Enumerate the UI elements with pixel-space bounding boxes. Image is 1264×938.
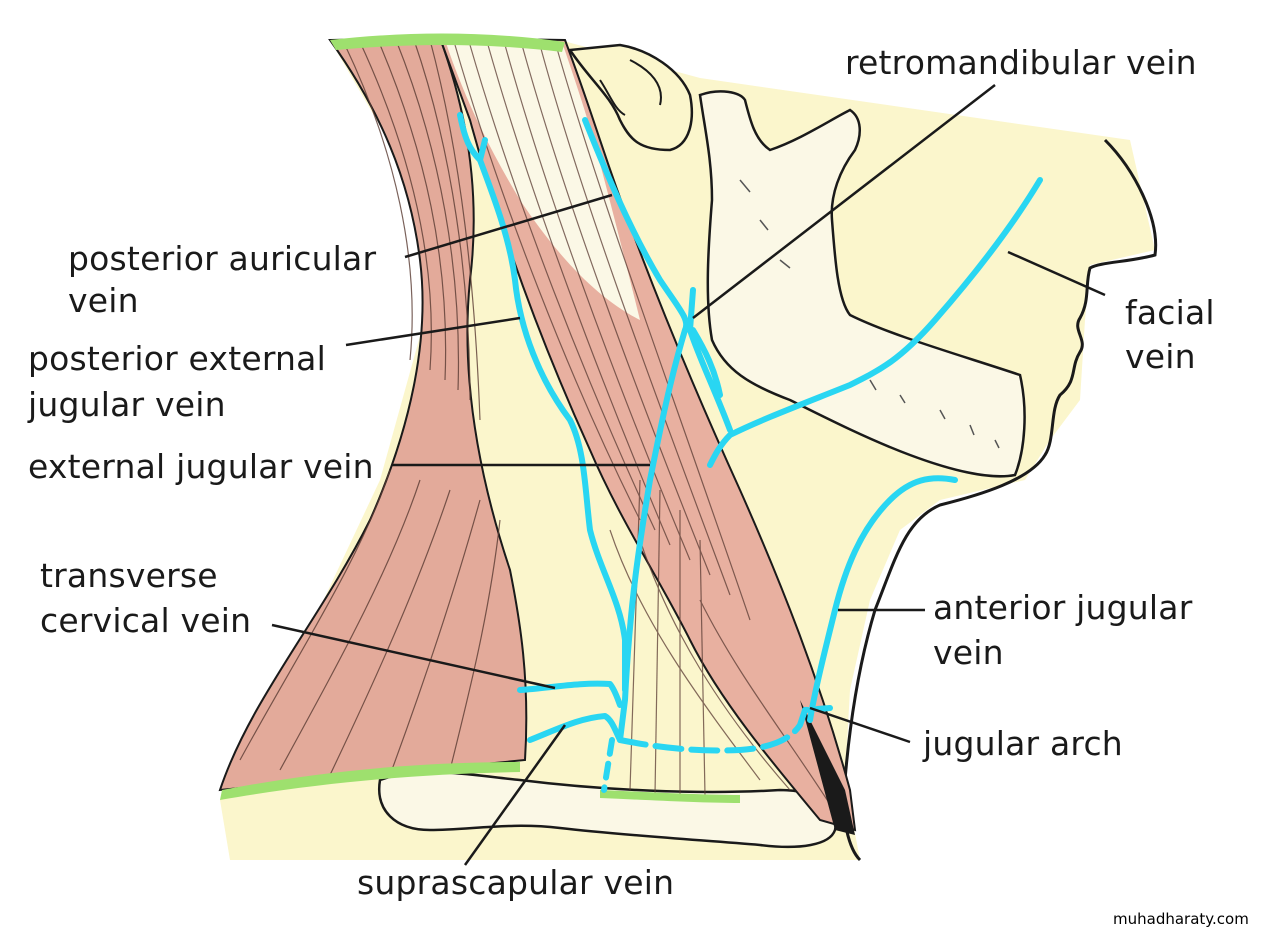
leader-posterior-external	[345, 316, 521, 347]
label-suprascapular-vein: suprascapular vein	[357, 863, 675, 902]
leader-suprascapular	[463, 724, 567, 866]
facial-vein-path	[707, 177, 1043, 468]
watermark: muhadharaty.com	[1113, 910, 1249, 928]
label-transverse-cervical-line1: transverse	[40, 556, 218, 595]
leader-transverse-cervical	[271, 623, 556, 690]
label-jugular-arch: jugular arch	[923, 724, 1123, 763]
label-anterior-jugular-line2: vein	[933, 633, 1004, 672]
clavicle-bone	[377, 770, 837, 849]
label-posterior-auricular-line1: posterior auricular	[68, 239, 377, 278]
leader-lines	[271, 84, 1106, 866]
retromandibular-vein-path	[687, 287, 733, 433]
mandible-bone	[698, 90, 1026, 478]
label-posterior-auricular-line2: vein	[68, 281, 139, 320]
label-retromandibular-vein: retromandibular vein	[845, 43, 1197, 82]
ear-region	[567, 43, 694, 152]
sternocleidomastoid-upper-pale	[445, 40, 640, 320]
label-facial-line2: vein	[1125, 337, 1196, 376]
trapezius-fibers	[239, 39, 501, 776]
lower-cut-edge	[220, 762, 520, 800]
label-posterior-external-line2: jugular vein	[28, 385, 226, 424]
posterior-auricular-vein-path	[457, 112, 628, 693]
label-external-jugular-vein: external jugular vein	[28, 447, 374, 486]
label-anterior-jugular-line1: anterior jugular	[933, 588, 1193, 627]
suprascapular-vein-path	[527, 713, 623, 743]
leader-posterior-auricular	[404, 193, 613, 259]
label-posterior-external-line1: posterior external	[28, 339, 326, 378]
transverse-cervical-vein-path	[517, 680, 623, 708]
mandible-texture	[739, 179, 1000, 449]
anterior-jugular-vein-path	[807, 475, 958, 723]
label-facial-line1: facial	[1125, 293, 1215, 332]
face-profile-outline	[842, 138, 1158, 862]
sternal-tendon	[800, 700, 855, 835]
leader-retromandibular	[692, 84, 996, 319]
external-jugular-vein-path	[582, 117, 690, 743]
jugular-arch-path	[617, 705, 833, 754]
label-transverse-cervical-line2: cervical vein	[40, 601, 252, 640]
suprascapular-dashed-path	[601, 737, 615, 793]
upper-cut-edge	[330, 33, 565, 52]
leader-facial	[1007, 250, 1106, 297]
ear-inner-detail	[599, 59, 662, 116]
leader-jugular-arch	[809, 706, 911, 744]
veins	[457, 112, 1043, 793]
lower-cut-edge-right	[600, 790, 740, 803]
